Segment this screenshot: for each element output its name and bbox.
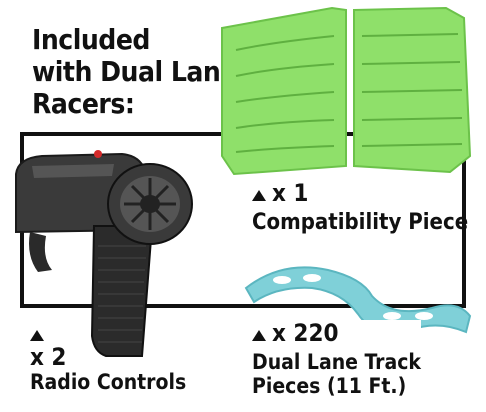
track-name-2: Pieces (11 Ft.) — [252, 374, 407, 398]
compat-qty: x 1 — [272, 179, 309, 207]
page-title: Included with Dual Lane Racers: — [32, 24, 237, 120]
radio-qty: x 2 — [30, 343, 67, 371]
compat-name: Compatibility Piece — [252, 210, 469, 235]
compat-label: x 1 Compatibility Piece — [252, 180, 468, 236]
track-label: x 220 Dual Lane Track Pieces (11 Ft.) — [252, 320, 421, 398]
radio-controller-image — [15, 150, 193, 357]
track-qty: x 220 — [272, 319, 339, 347]
track-name-1: Dual Lane Track — [252, 350, 421, 374]
triangle-bullet-icon — [252, 190, 266, 201]
triangle-bullet-icon — [30, 330, 44, 341]
title-line-1: Included — [32, 23, 150, 56]
triangle-bullet-icon — [252, 330, 266, 341]
track-piece-image — [244, 266, 472, 334]
radio-name: Radio Controls — [30, 370, 187, 394]
title-line-2: with Dual Lane — [32, 55, 237, 88]
title-line-3: Racers: — [32, 87, 135, 120]
compatibility-piece-image — [221, 6, 472, 176]
radio-label: x 2 Radio Controls — [30, 326, 186, 394]
